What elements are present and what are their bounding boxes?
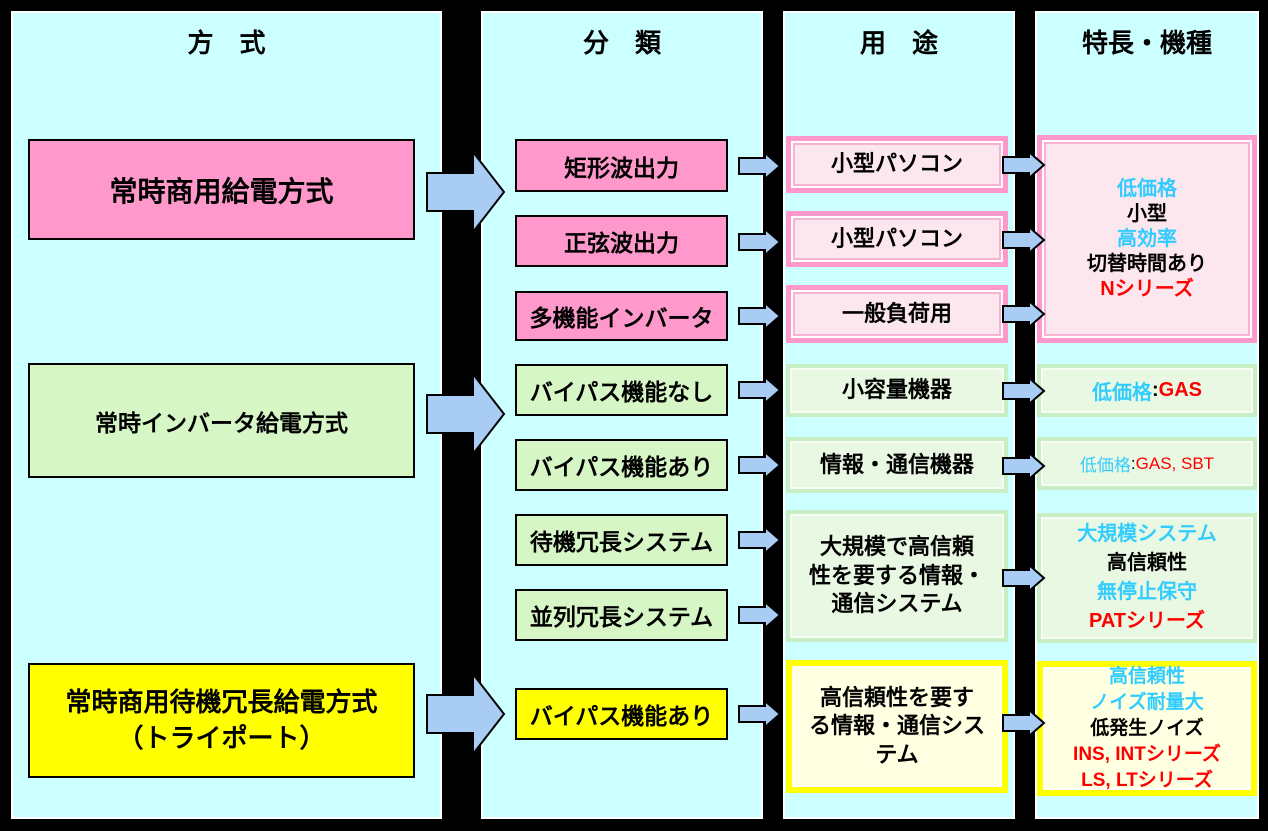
arrow-method3-to-class — [426, 672, 506, 756]
method-label: 常時商用給電方式 — [109, 175, 334, 207]
class-label: バイパス機能あり — [529, 703, 714, 729]
feature-segment: : — [1151, 379, 1159, 401]
arrow-usage1-to-feature — [1002, 151, 1046, 179]
class-label: 矩形波出力 — [564, 154, 679, 181]
method-sublabel: （トライポート） — [117, 722, 326, 753]
arrow-usage7-to-feature — [1002, 709, 1046, 737]
arrow-class1-to-usage — [738, 152, 782, 180]
class-box-square-wave: 矩形波出力 — [515, 139, 728, 192]
feature-segment: GAS, SBT — [1135, 453, 1215, 473]
class-box-standby-redundant-system: 待機冗長システム — [515, 514, 728, 566]
feature-line: 高信頼性 — [1107, 552, 1187, 574]
feature-box-ins-int-ls-lt-series: 高信頼性 ノイズ耐量大 低発生ノイズ INS, INTシリーズ LS, LTシリ… — [1037, 661, 1257, 796]
arrow-class8-to-usage — [738, 700, 782, 728]
class-box-with-bypass: バイパス機能あり — [515, 439, 728, 491]
class-label: バイパス機能あり — [529, 454, 714, 480]
usage-box-small-pc-2: 小型パソコン — [786, 211, 1008, 267]
arrow-class3-to-usage — [738, 302, 782, 330]
arrow-usage2-to-feature — [1002, 226, 1046, 254]
method-box-standby-redundant: 常時商用待機冗長給電方式 （トライポート） — [28, 663, 415, 778]
arrow-class5-to-usage — [738, 451, 782, 479]
feature-box-gas: 低価格 : GAS — [1037, 364, 1257, 417]
arrow-class4-to-usage — [738, 376, 782, 404]
feature-line: 切替時間あり — [1087, 252, 1207, 275]
class-label: 並列冗長システム — [529, 604, 714, 630]
method-box-commercial: 常時商用給電方式 — [28, 139, 415, 240]
class-box-parallel-redundant-system: 並列冗長システム — [515, 589, 728, 641]
feature-segment: GAS — [1158, 379, 1202, 401]
class-label: バイパス機能なし — [529, 379, 714, 405]
arrow-usage6-to-feature — [1002, 564, 1046, 592]
usage-box-small-capacity: 小容量機器 — [786, 364, 1008, 417]
arrow-method2-to-class — [426, 372, 506, 456]
class-box-sine-wave: 正弦波出力 — [515, 215, 728, 267]
feature-line: 大規模システム — [1077, 523, 1217, 545]
arrow-class6-to-usage — [738, 526, 782, 554]
usage-box-high-reliability-systems: 高信頼性を要す る情報・通信シス テム — [786, 660, 1008, 793]
arrow-class2-to-usage — [738, 228, 782, 256]
feature-segment: 低価格 — [1091, 382, 1152, 404]
usage-line: 高信頼性を要す — [819, 684, 974, 710]
usage-line: 通信システム — [831, 591, 963, 617]
usage-line: 性を要する情報・ — [808, 562, 985, 588]
usage-line: 小型パソコン — [830, 225, 963, 251]
usage-line: る情報・通信シス — [808, 713, 985, 739]
usage-line: 一般負荷用 — [841, 300, 952, 326]
usage-line: 大規模で高信頼 — [819, 534, 974, 560]
class-label: 待機冗長システム — [529, 529, 714, 555]
method-box-inverter: 常時インバータ給電方式 — [28, 363, 415, 478]
feature-box-n-series: 低価格 小型 高効率 切替時間あり Nシリーズ — [1037, 135, 1257, 343]
usage-box-small-pc-1: 小型パソコン — [786, 136, 1008, 193]
arrow-usage4-to-feature — [1002, 377, 1046, 405]
method-label: 常時インバータ給電方式 — [95, 409, 348, 436]
feature-line: 無停止保守 — [1097, 581, 1197, 603]
feature-line: 低価格 — [1117, 177, 1177, 200]
arrow-usage3-to-feature — [1002, 300, 1046, 328]
feature-line: 小型 — [1127, 202, 1167, 225]
feature-line: 高効率 — [1117, 227, 1177, 250]
arrow-method1-to-class — [426, 150, 506, 234]
feature-line: ノイズ耐量大 — [1090, 691, 1204, 713]
feature-segment: 低価格 — [1079, 456, 1131, 475]
column-header-usage: 用 途 — [859, 28, 938, 58]
feature-line: INS, INTシリーズ — [1073, 743, 1221, 765]
usage-box-large-scale-systems: 大規模で高信頼 性を要する情報・ 通信システム — [786, 510, 1008, 642]
usage-box-general-load: 一般負荷用 — [786, 285, 1008, 343]
usage-line: 小容量機器 — [841, 377, 952, 403]
usage-box-info-comm-equipment: 情報・通信機器 — [786, 437, 1008, 493]
feature-box-pat-series: 大規模システム 高信頼性 無停止保守 PATシリーズ — [1037, 513, 1257, 643]
class-box-no-bypass: バイパス機能なし — [515, 364, 728, 416]
column-header-features: 特長・機種 — [1081, 28, 1212, 58]
arrow-usage5-to-feature — [1002, 452, 1046, 480]
column-header-classification: 分 類 — [582, 28, 661, 58]
arrow-class7-to-usage — [738, 601, 782, 629]
method-label: 常時商用待機冗長給電方式 — [65, 687, 378, 718]
feature-line: 低発生ノイズ — [1090, 717, 1204, 739]
usage-line: 小型パソコン — [830, 151, 963, 177]
feature-line: Nシリーズ — [1100, 277, 1194, 300]
class-box-multifunction-inverter: 多機能インバータ — [515, 291, 728, 341]
class-box-with-bypass-triport: バイパス機能あり — [515, 688, 728, 740]
usage-line: 情報・通信機器 — [819, 451, 974, 477]
feature-segment: : — [1130, 453, 1136, 473]
column-header-method: 方 式 — [187, 28, 266, 58]
feature-line: LS, LTシリーズ — [1081, 769, 1213, 791]
usage-line: テム — [875, 741, 919, 767]
feature-line: 高信頼性 — [1108, 665, 1185, 687]
class-label: 多機能インバータ — [529, 305, 714, 331]
class-label: 正弦波出力 — [564, 230, 679, 256]
feature-line: PATシリーズ — [1088, 610, 1206, 632]
feature-box-gas-sbt: 低価格 : GAS, SBT — [1037, 437, 1257, 490]
